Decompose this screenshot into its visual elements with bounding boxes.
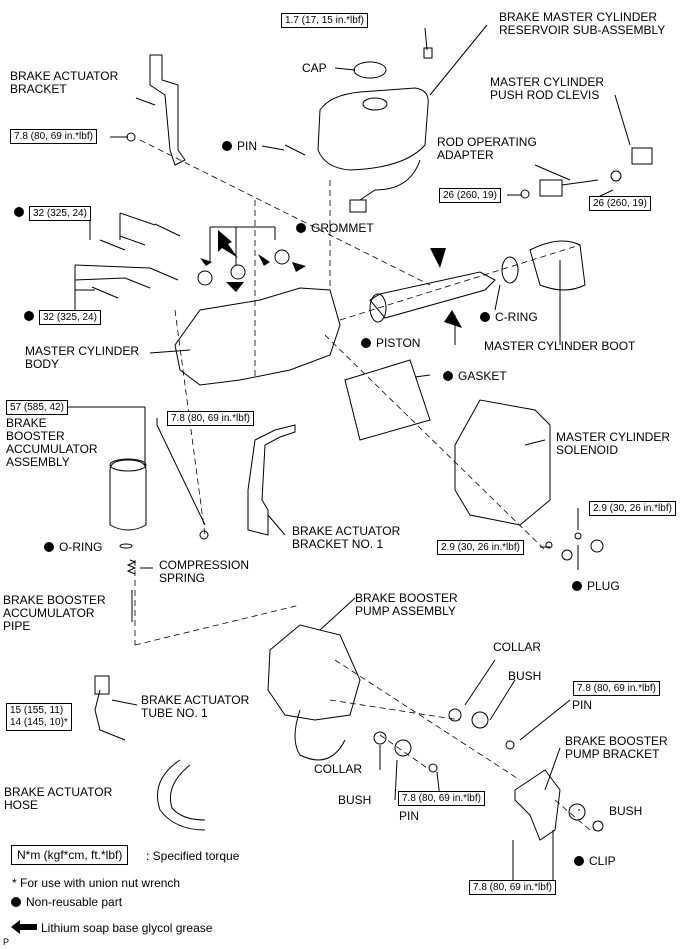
- label-actuator-hose: BRAKE ACTUATOR HOSE: [4, 785, 113, 812]
- torque-body-bolts-lower: 32 (325, 24): [39, 310, 101, 325]
- label-clip: CLIP: [574, 855, 616, 868]
- legend-grease-text: Lithium soap base glycol grease: [41, 921, 213, 935]
- label-bush-right: BUSH: [508, 669, 542, 683]
- label-collar-right: COLLAR: [493, 640, 542, 654]
- label-pin-right: PIN: [572, 698, 593, 712]
- torque-clevis-nut: 26 (260, 19): [589, 196, 651, 211]
- torque-pin-right: 7.8 (80, 69 in.*lbf): [573, 681, 660, 696]
- label-pump-assembly: BRAKE BOOSTER PUMP ASSEMBLY: [355, 591, 458, 618]
- torque-body-bolts-upper: 32 (325, 24): [29, 206, 91, 221]
- corner-mark: P: [3, 937, 10, 947]
- legend-grease: Lithium soap base glycol grease: [11, 920, 212, 935]
- legend-union-note: * For use with union nut wrench: [12, 876, 181, 890]
- label-gasket: GASKET: [443, 370, 507, 383]
- torque-bracket-no1-bolt: 7.8 (80, 69 in.*lbf): [167, 411, 254, 426]
- label-tube-no1: BRAKE ACTUATOR TUBE NO. 1: [141, 693, 250, 720]
- torque-bracket-bolt: 7.8 (80, 69 in.*lbf): [10, 129, 97, 144]
- label-master-cylinder-body: MASTER CYLINDER BODY: [25, 344, 140, 371]
- legend-torque-unit: N*m (kgf*cm, ft.*lbf): [11, 845, 129, 865]
- label-master-cylinder-boot: MASTER CYLINDER BOOT: [484, 339, 636, 353]
- label-c-ring: C-RING: [480, 311, 538, 324]
- label-accumulator-assembly: BRAKE BOOSTER ACCUMULATOR ASSEMBLY: [6, 416, 98, 469]
- label-grommet: GROMMET: [296, 222, 374, 235]
- torque-plug-upper: 2.9 (30, 26 in.*lbf): [589, 501, 676, 516]
- label-bush-lower: BUSH: [338, 793, 372, 807]
- label-pin-lower: PIN: [399, 809, 420, 823]
- label-brake-actuator-bracket: BRAKE ACTUATOR BRACKET: [10, 69, 119, 96]
- torque-adapter-nut: 26 (260, 19): [439, 188, 501, 203]
- torque-tube-line2: 14 (145, 10)*: [10, 717, 68, 728]
- label-compression-spring: COMPRESSION SPRING: [159, 558, 250, 585]
- torque-body-bolts-upper-wrap: 32 (325, 24): [14, 206, 91, 221]
- torque-plug-lower: 2.9 (30, 26 in.*lbf): [437, 540, 524, 555]
- legend-non-reusable: Non-reusable part: [11, 895, 122, 909]
- torque-reservoir-bolt: 1.7 (17, 15 in.*lbf): [281, 13, 368, 28]
- label-cap: CAP: [302, 61, 327, 75]
- legend-non-reusable-text: Non-reusable part: [26, 895, 123, 909]
- clip-text: CLIP: [589, 854, 616, 868]
- pin-top-text: PIN: [237, 139, 258, 153]
- torque-pin-lower: 7.8 (80, 69 in.*lbf): [398, 791, 485, 806]
- torque-tube-line1: 15 (155, 11): [10, 705, 64, 716]
- label-bush-bracket: BUSH: [609, 804, 643, 818]
- plug-text: PLUG: [587, 579, 620, 593]
- label-o-ring: O-RING: [44, 541, 102, 554]
- label-reservoir: BRAKE MASTER CYLINDER RESERVOIR SUB-ASSE…: [499, 10, 666, 37]
- legend-torque-desc: : Specified torque: [146, 849, 240, 863]
- torque-body-bolts-lower-wrap: 32 (325, 24): [24, 310, 101, 325]
- piston-text: PISTON: [376, 336, 421, 350]
- gasket-text: GASKET: [458, 369, 507, 383]
- label-bracket-no1: BRAKE ACTUATOR BRACKET NO. 1: [292, 524, 401, 551]
- label-master-cylinder-solenoid: MASTER CYLINDER SOLENOID: [556, 430, 671, 457]
- o-ring-text: O-RING: [59, 540, 103, 554]
- torque-tube: 15 (155, 11) 14 (145, 10)*: [6, 703, 72, 731]
- torque-accumulator: 57 (585, 42): [6, 400, 68, 415]
- grommet-text: GROMMET: [311, 221, 374, 235]
- label-rod-operating-adapter: ROD OPERATING ADAPTER: [437, 135, 537, 162]
- label-pump-bracket: BRAKE BOOSTER PUMP BRACKET: [565, 734, 668, 761]
- label-collar-lower: COLLAR: [314, 762, 363, 776]
- label-piston: PISTON: [361, 337, 420, 350]
- grease-arrow-icon: [11, 920, 37, 934]
- non-reusable-dot-icon: [11, 897, 21, 907]
- c-ring-text: C-RING: [495, 310, 538, 324]
- label-push-rod-clevis: MASTER CYLINDER PUSH ROD CLEVIS: [490, 75, 605, 102]
- torque-bracket-bottom: 7.8 (80, 69 in.*lbf): [469, 880, 556, 895]
- label-pin-top: PIN: [222, 140, 257, 153]
- label-plug: PLUG: [572, 580, 620, 593]
- label-accumulator-pipe: BRAKE BOOSTER ACCUMULATOR PIPE: [3, 593, 106, 633]
